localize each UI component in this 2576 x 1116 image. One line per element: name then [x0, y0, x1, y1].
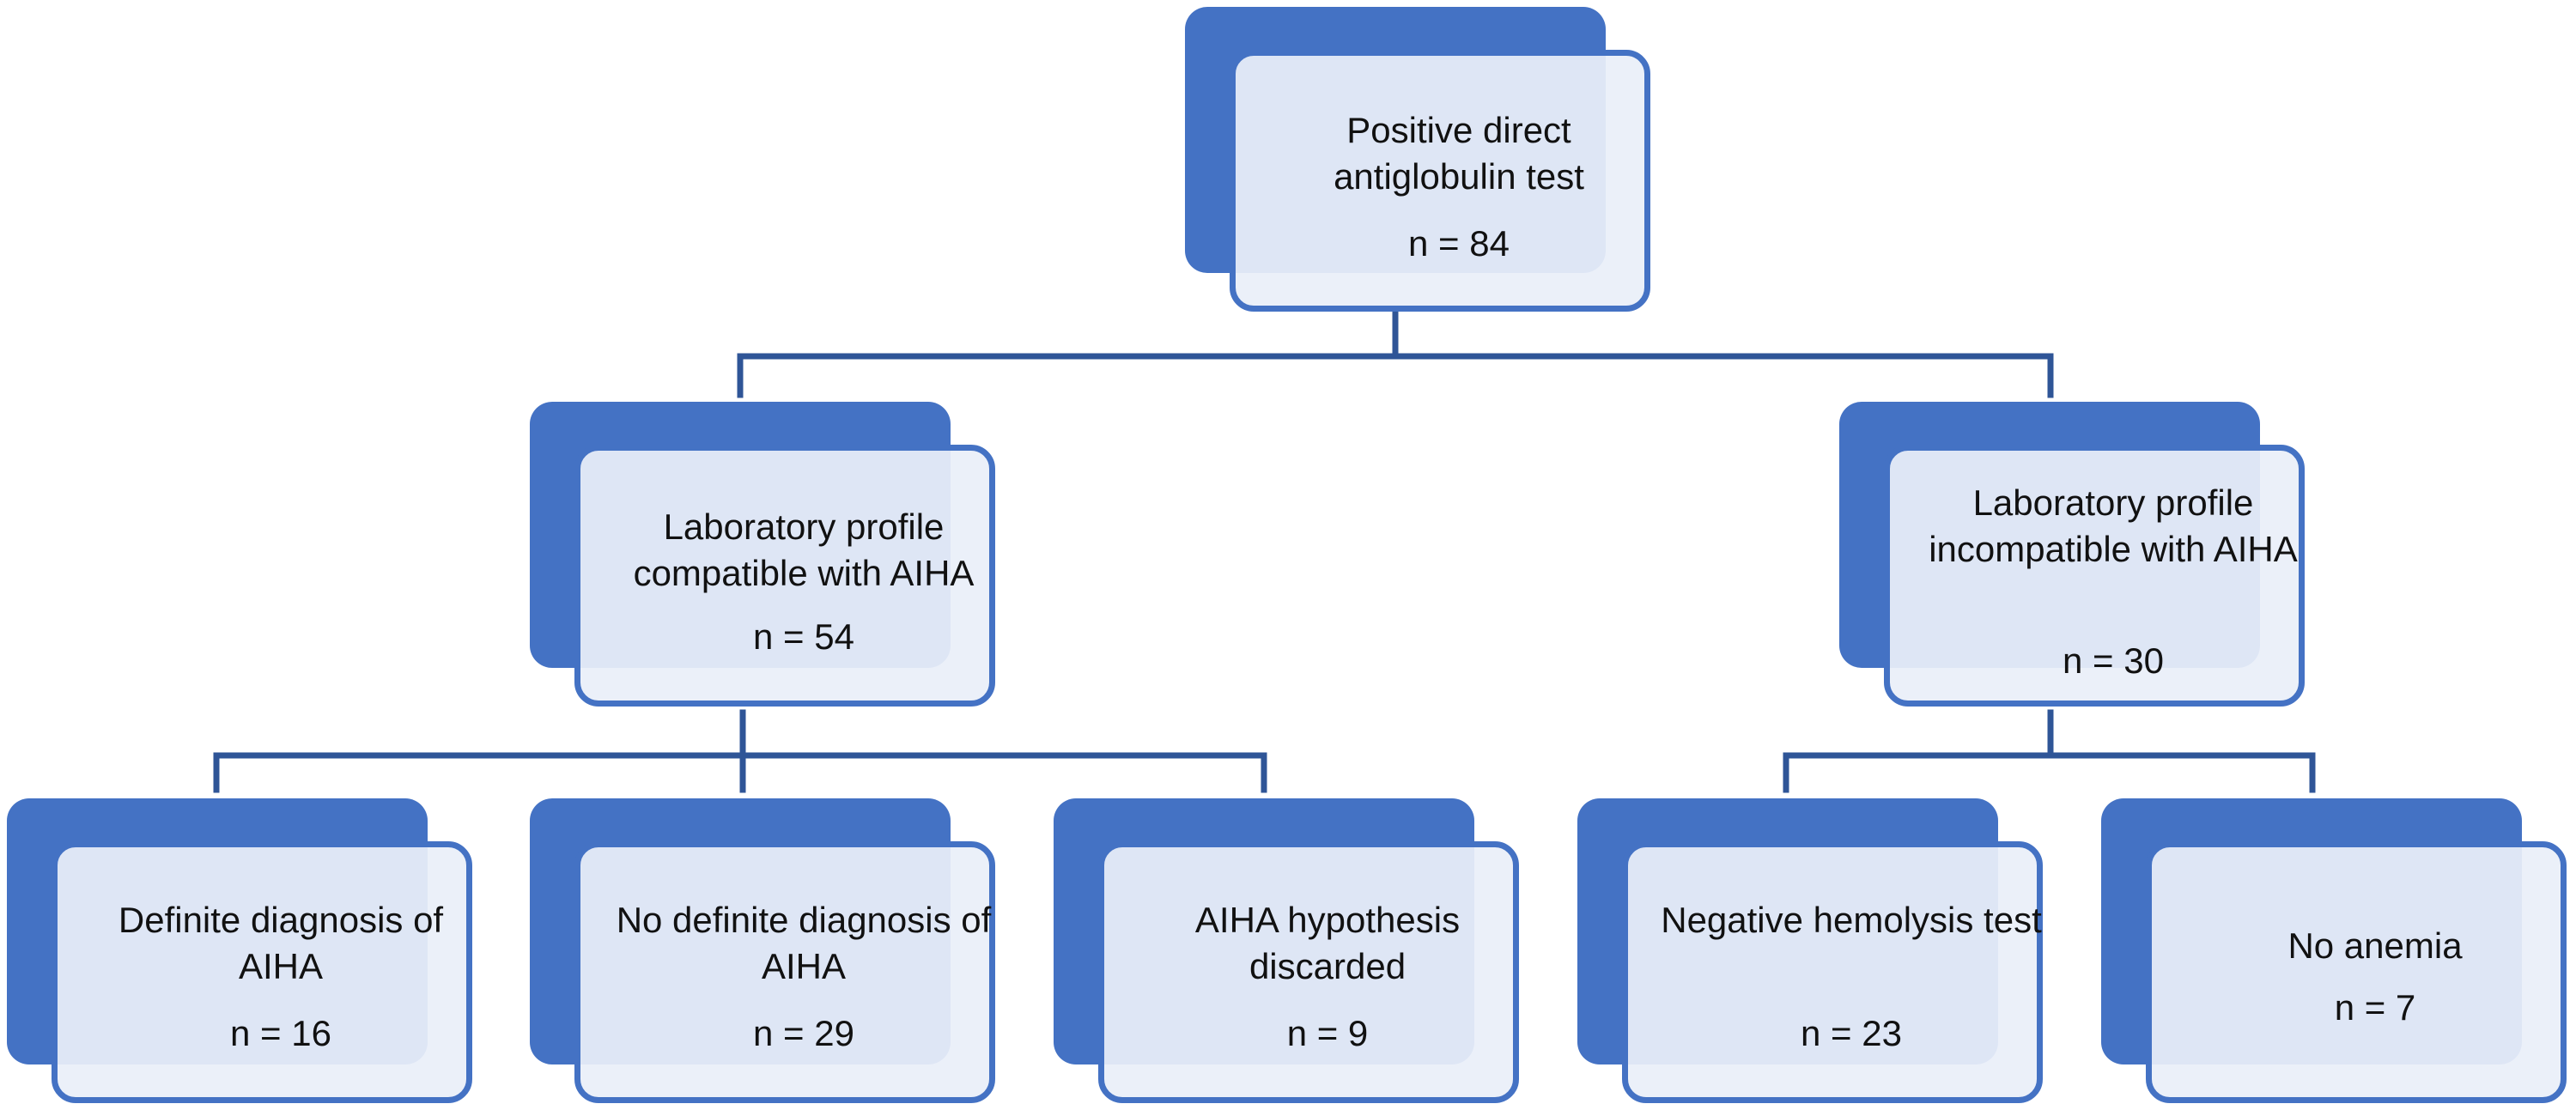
node-count: n = 7 [2334, 987, 2416, 1028]
node-count: n = 29 [753, 1013, 854, 1053]
connector-incompatible [1783, 709, 2316, 793]
node-label: No anemia [2287, 925, 2463, 966]
node-box: No anemia n = 7 [2146, 841, 2567, 1103]
node-no-definite-diagnosis: No definite diagnosis of AIHA n = 29 [530, 798, 995, 1103]
node-box: Negative hemolysis test n = 23 [1622, 841, 2043, 1103]
node-label: Laboratory profile compatible with AIHA [633, 506, 975, 593]
node-positive-dat: Positive direct antiglobulin test n = 84 [1185, 7, 1650, 312]
node-definite-diagnosis: Definite diagnosis of AIHA n = 16 [7, 798, 472, 1103]
node-box: Laboratory profile compatible with AIHA … [574, 445, 995, 707]
node-count: n = 9 [1286, 1013, 1369, 1053]
node-count: n = 84 [1408, 223, 1510, 264]
connector-root [737, 306, 2054, 398]
node-box: No definite diagnosis of AIHA n = 29 [574, 841, 995, 1103]
node-label: Laboratory profile incompatible with AIH… [1929, 482, 2298, 569]
node-incompatible: Laboratory profile incompatible with AIH… [1839, 402, 2305, 707]
node-box: Definite diagnosis of AIHA n = 16 [52, 841, 472, 1103]
node-box: Positive direct antiglobulin test n = 84 [1230, 50, 1650, 312]
node-box: AIHA hypothesis discarded n = 9 [1098, 841, 1519, 1103]
connector-compatible [213, 709, 1267, 793]
node-label: AIHA hypothesis discarded [1194, 900, 1461, 986]
node-box: Laboratory profile incompatible with AIH… [1884, 445, 2305, 707]
node-hypothesis-discarded: AIHA hypothesis discarded n = 9 [1054, 798, 1519, 1103]
node-label: Definite diagnosis of AIHA [118, 900, 444, 986]
node-label: Negative hemolysis test [1661, 900, 2042, 940]
node-count: n = 16 [230, 1013, 331, 1053]
node-count: n = 23 [1801, 1013, 1902, 1053]
node-label: Positive direct antiglobulin test [1334, 110, 1584, 197]
node-negative-hemolysis: Negative hemolysis test n = 23 [1577, 798, 2043, 1103]
node-label: No definite diagnosis of AIHA [616, 900, 992, 986]
node-count: n = 30 [2063, 640, 2164, 681]
node-no-anemia: No anemia n = 7 [2101, 798, 2567, 1103]
node-compatible: Laboratory profile compatible with AIHA … [530, 402, 995, 707]
node-count: n = 54 [753, 616, 854, 657]
